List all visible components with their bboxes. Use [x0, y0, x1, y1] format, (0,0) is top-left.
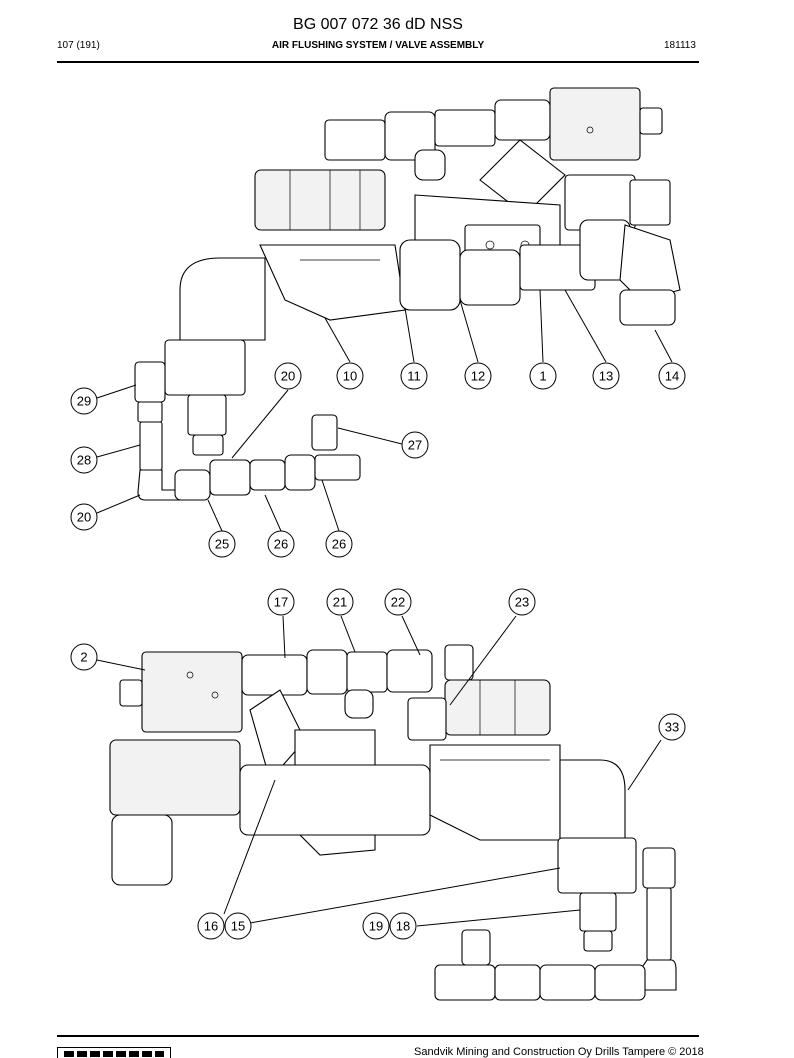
callout-label: 19 — [369, 919, 383, 934]
callout-17: 17 — [267, 588, 295, 616]
callout-22: 22 — [384, 588, 412, 616]
callout-label: 20 — [281, 369, 295, 384]
callout-label: 21 — [333, 595, 347, 610]
callout-label: 26 — [274, 537, 288, 552]
callout-label: 23 — [515, 595, 529, 610]
callout-label: 15 — [231, 919, 245, 934]
bottom-callouts: 17 21 22 23 2 33 16 15 19 18 — [70, 588, 686, 940]
callout-14: 14 — [658, 362, 686, 390]
callout-13: 13 — [592, 362, 620, 390]
callout-label: 28 — [77, 453, 91, 468]
callout-27: 27 — [401, 431, 429, 459]
callout-label: 10 — [343, 369, 357, 384]
callout-18: 18 — [389, 912, 417, 940]
top-callouts: 20 10 11 12 1 13 14 29 28 27 20 25 26 26 — [70, 362, 686, 558]
document-title: BG 007 072 36 dD NSS — [293, 16, 463, 33]
callout-label: 12 — [471, 369, 485, 384]
callout-2: 2 — [70, 643, 98, 671]
callout-label: 22 — [391, 595, 405, 610]
callout-label: 2 — [80, 650, 87, 665]
callout-29: 29 — [70, 387, 98, 415]
callout-label: 13 — [599, 369, 613, 384]
callout-label: 14 — [665, 369, 679, 384]
callout-20-a: 20 — [274, 362, 302, 390]
callout-26-a: 26 — [267, 530, 295, 558]
callout-23: 23 — [508, 588, 536, 616]
callout-28: 28 — [70, 446, 98, 474]
callout-label: 20 — [77, 510, 91, 525]
callout-label: 26 — [332, 537, 346, 552]
top-valve-assembly — [134, 87, 681, 501]
callout-label: 11 — [407, 369, 421, 384]
header-rule — [57, 61, 699, 63]
callout-19: 19 — [362, 912, 390, 940]
callout-label: 33 — [665, 720, 679, 735]
callout-33: 33 — [658, 713, 686, 741]
document-date: 181113 — [664, 40, 696, 51]
callout-label: 27 — [408, 438, 422, 453]
bottom-valve-assembly — [109, 644, 677, 1001]
callout-label: 18 — [396, 919, 410, 934]
callout-20-b: 20 — [70, 503, 98, 531]
section-title: AIR FLUSHING SYSTEM / VALVE ASSEMBLY — [271, 40, 485, 51]
footer-copyright: Sandvik Mining and Construction Oy Drill… — [414, 1046, 704, 1058]
callout-label: 17 — [274, 595, 288, 610]
callout-label: 29 — [77, 394, 91, 409]
page-number: 107 (191) — [57, 40, 100, 51]
callout-label: 1 — [539, 369, 546, 384]
callout-12: 12 — [464, 362, 492, 390]
callout-15: 15 — [224, 912, 252, 940]
callout-25: 25 — [208, 530, 236, 558]
callout-16: 16 — [197, 912, 225, 940]
bottom-leader-lines — [96, 615, 662, 927]
callout-label: 25 — [215, 537, 229, 552]
callout-label: 16 — [204, 919, 218, 934]
callout-11: 11 — [400, 362, 428, 390]
footer-rule — [57, 1035, 699, 1037]
callout-1: 1 — [529, 362, 557, 390]
callout-21: 21 — [326, 588, 354, 616]
callout-26-b: 26 — [325, 530, 353, 558]
callout-10: 10 — [336, 362, 364, 390]
top-leader-lines — [96, 289, 673, 532]
